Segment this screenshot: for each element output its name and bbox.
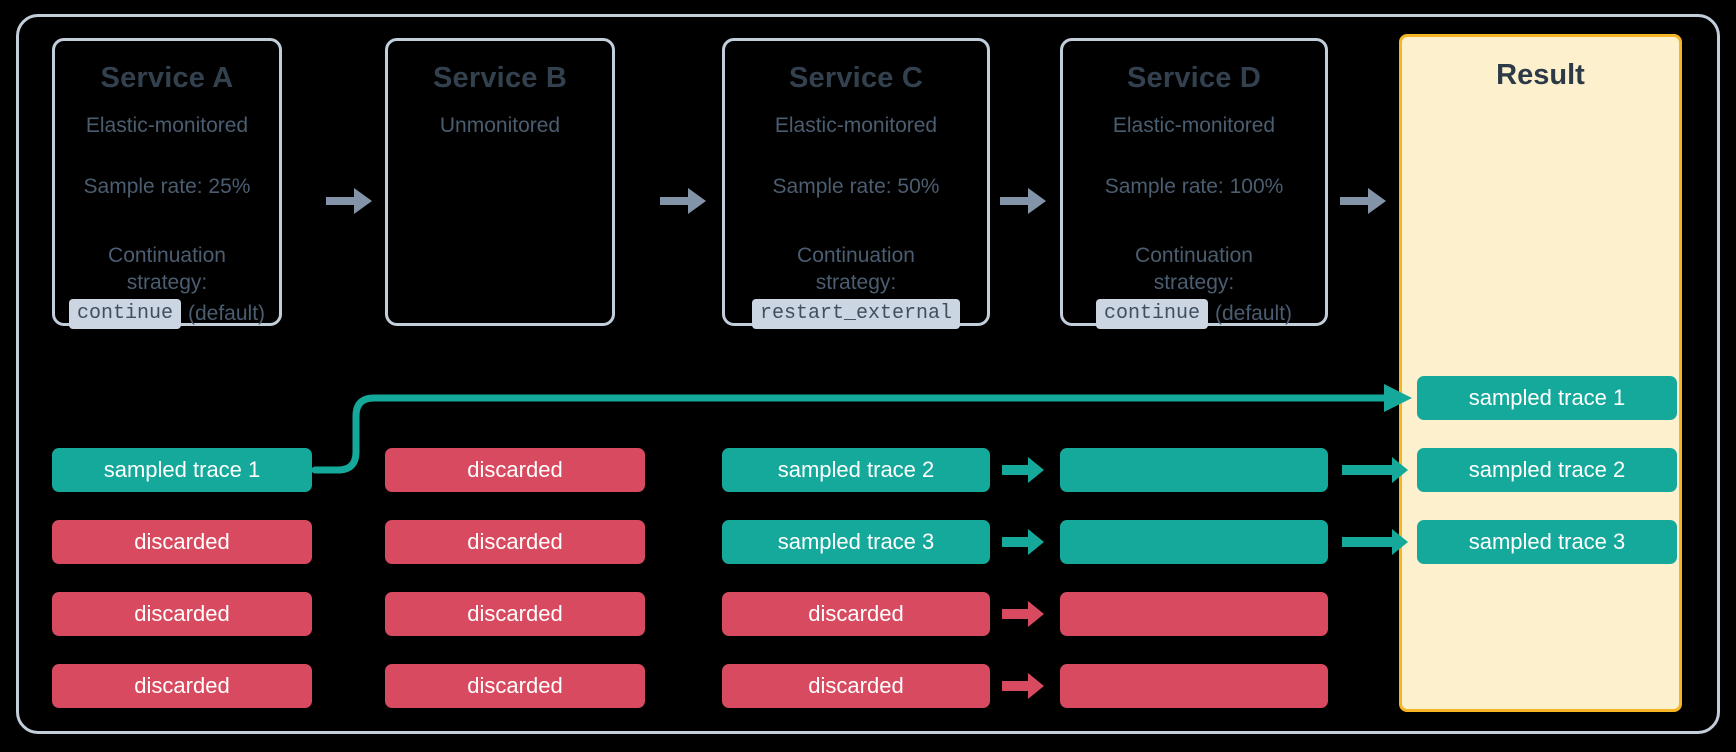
sampled-arrow-d-to-result-2 [1342,529,1408,555]
service-a-continuation: Continuation strategy: continue (default… [68,243,266,329]
flow-arrow-d-to-result [1340,188,1386,214]
trace-pill-a-4-label: discarded [134,673,230,698]
service-a-strategy-label: strategy: [126,270,208,294]
service-d-strategy-label: strategy: [1153,270,1235,294]
trace-pill-c-3: discarded [722,592,990,636]
diagram-outer-frame [16,14,1720,734]
service-a-continuation-label: Continuation [108,244,226,268]
service-a-sample-rate: Sample rate: 25% [83,175,251,199]
service-a-strategy-value: continue [68,298,181,329]
trace-pill-a-2: discarded [52,520,312,564]
service-d-continuation-label: Continuation [1135,244,1253,268]
trace-pill-c-4: discarded [722,664,990,708]
trace-pill-b-2: discarded [385,520,645,564]
trace-pill-a-2-label: discarded [134,529,230,554]
service-c-strategy-line: restart_external [751,298,961,329]
service-c-strategy-value: restart_external [751,298,961,329]
sampled-arrow-c-to-d-1 [1002,457,1044,483]
trace-pill-a-1-label: sampled trace 1 [103,457,261,482]
trace-pill-d-1 [1060,448,1328,492]
trace-pill-c-1: sampled trace 2 [722,448,990,492]
service-d-monitoring: Elastic-monitored [1112,113,1276,137]
service-d-strategy-value: continue [1095,298,1208,329]
service-c-continuation: Continuation strategy: restart_external [751,243,961,329]
service-box-b: Service B Unmonitored [385,38,615,326]
sampled-arrow-c-to-d-2 [1002,529,1044,555]
service-a-strategy-line: continue (default) [68,298,266,329]
trace-pill-d-4 [1060,664,1328,708]
service-c-monitoring: Elastic-monitored [774,113,938,137]
result-pill-2: sampled trace 2 [1417,448,1677,492]
trace-pill-d-3 [1060,592,1328,636]
trace-pill-c-4-label: discarded [808,673,904,698]
service-d-title: Service D [1127,62,1261,94]
service-d-strategy-note: (default) [1214,301,1293,325]
sampled-arrow-d-to-result-1 [1342,457,1408,483]
service-c-title: Service C [789,62,923,94]
trace-pill-a-3: discarded [52,592,312,636]
trace-pill-c-3-label: discarded [808,601,904,626]
service-c-continuation-label: Continuation [797,244,915,268]
trace-pill-b-3: discarded [385,592,645,636]
trace-pill-b-2-label: discarded [467,529,563,554]
result-pill-3: sampled trace 3 [1417,520,1677,564]
discarded-arrow-c-to-d-2 [1002,673,1044,699]
service-a-title: Service A [100,62,234,94]
trace-pill-b-1-label: discarded [467,457,563,482]
flow-arrow-c-to-d [1000,188,1046,214]
flow-arrow-a-to-b [326,188,372,214]
trace-pill-c-2-label: sampled trace 3 [777,529,935,554]
service-box-c: Service C Elastic-monitored Sample rate:… [722,38,990,329]
result-pill-1-label: sampled trace 1 [1468,385,1626,410]
service-a-strategy-note: (default) [187,301,266,325]
trace-pill-a-4: discarded [52,664,312,708]
service-c-sample-rate: Sample rate: 50% [772,175,940,199]
trace-pill-b-4-label: discarded [467,673,563,698]
trace-pill-b-4: discarded [385,664,645,708]
trace-pill-b-1: discarded [385,448,645,492]
result-pill-2-label: sampled trace 2 [1468,457,1626,482]
result-pill-3-label: sampled trace 3 [1468,529,1626,554]
result-box: Result [1399,34,1682,712]
trace-pill-b-3-label: discarded [467,601,563,626]
service-d-strategy-line: continue (default) [1095,298,1293,329]
service-d-sample-rate: Sample rate: 100% [1104,175,1284,199]
result-pill-1: sampled trace 1 [1417,376,1677,420]
service-b-monitoring: Unmonitored [439,113,561,137]
service-a-monitoring: Elastic-monitored [85,113,249,137]
service-b-title: Service B [433,62,567,94]
trace-pill-a-1: sampled trace 1 [52,448,312,492]
discarded-arrow-c-to-d-1 [1002,601,1044,627]
result-title: Result [1496,59,1585,91]
trace-pill-d-2 [1060,520,1328,564]
service-box-d: Service D Elastic-monitored Sample rate:… [1060,38,1328,329]
service-box-a: Service A Elastic-monitored Sample rate:… [52,38,282,329]
trace-pill-c-2: sampled trace 3 [722,520,990,564]
trace-pill-c-1-label: sampled trace 2 [777,457,935,482]
service-c-strategy-label: strategy: [815,270,897,294]
service-d-continuation: Continuation strategy: continue (default… [1095,243,1293,329]
flow-arrow-b-to-c [660,188,706,214]
trace-pill-a-3-label: discarded [134,601,230,626]
